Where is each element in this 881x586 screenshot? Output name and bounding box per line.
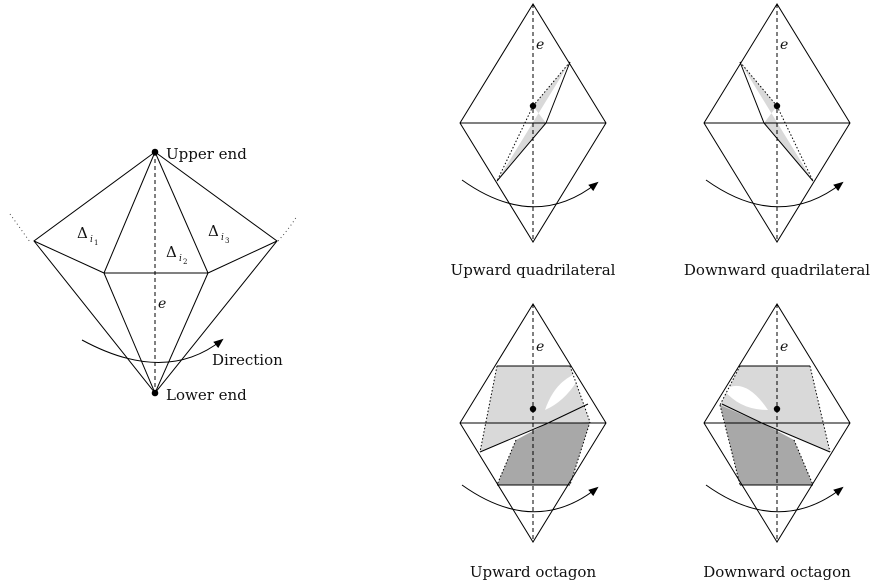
edge-e-label: e bbox=[536, 37, 544, 53]
delta-i1-index: i bbox=[90, 235, 93, 245]
edge-top-right bbox=[154, 151, 209, 274]
delta-i2-subindex: 2 bbox=[183, 258, 187, 266]
lower-end-label: Lower end bbox=[166, 386, 247, 404]
dotted-right-bottom bbox=[569, 421, 591, 486]
delta-i1-symbol: Δ bbox=[77, 224, 88, 242]
delta-i3-index: i bbox=[221, 233, 224, 243]
edge-e-label: e bbox=[780, 339, 788, 355]
center-point bbox=[529, 102, 537, 110]
edge-left-mid bbox=[33, 240, 105, 274]
dark-shaded-region bbox=[720, 405, 813, 485]
edge-e-label: e bbox=[780, 37, 788, 53]
dotted-right-top bbox=[569, 365, 591, 423]
center-point bbox=[773, 405, 781, 413]
caption: Upward octagon bbox=[470, 563, 597, 581]
upward-octagon-panel: e Upward octagon bbox=[459, 303, 607, 581]
rhombus-outline bbox=[703, 303, 851, 543]
upper-end-vertex bbox=[151, 148, 159, 156]
center-point bbox=[529, 405, 537, 413]
white-notch bbox=[545, 372, 582, 410]
edge-right-mid bbox=[207, 240, 278, 274]
dotted-left-bottom bbox=[496, 439, 517, 486]
dotted-right-top bbox=[809, 365, 831, 453]
dotted-side-top bbox=[532, 61, 571, 107]
downward-octagon-panel: e Downward octagon bbox=[703, 303, 851, 581]
caption: Downward octagon bbox=[703, 563, 851, 581]
dotted-side-top bbox=[739, 61, 778, 107]
solid-side-bottom bbox=[496, 122, 547, 182]
solid-side-bottom bbox=[763, 122, 814, 182]
dotted-right-bottom bbox=[793, 439, 814, 486]
solid-side-top bbox=[739, 61, 765, 124]
dark-shaded-region bbox=[497, 422, 590, 485]
edge-bottom-left bbox=[103, 272, 156, 394]
upper-end-label: Upper end bbox=[166, 145, 247, 163]
dotted-left-top bbox=[479, 365, 498, 453]
solid-crease-left bbox=[721, 403, 765, 425]
edge-top-left bbox=[103, 151, 156, 274]
edge-bottom-right bbox=[154, 272, 209, 394]
fan-triangulation-figure: Upper end Lower end Direction e Δ i 1 Δ … bbox=[9, 145, 298, 404]
direction-arrow bbox=[81, 338, 224, 363]
delta-i2-symbol: Δ bbox=[166, 243, 177, 261]
edge-e-label: e bbox=[158, 296, 166, 312]
lower-end-vertex bbox=[151, 389, 159, 397]
direction-arrow bbox=[705, 179, 844, 208]
delta-i3-subindex: 3 bbox=[225, 237, 229, 245]
white-notch bbox=[724, 385, 768, 410]
rhombus-outline bbox=[459, 303, 607, 543]
solid-crease-right bbox=[545, 403, 589, 425]
dotted-left-top bbox=[719, 365, 741, 406]
caption: Upward quadrilateral bbox=[451, 261, 616, 279]
direction-label: Direction bbox=[212, 351, 283, 369]
delta-i1-subindex: 1 bbox=[94, 239, 98, 247]
direction-arrow bbox=[461, 484, 599, 513]
center-point bbox=[773, 102, 781, 110]
edge-e-label: e bbox=[536, 339, 544, 355]
downward-quadrilateral-panel: e Downward quadrilateral bbox=[684, 3, 870, 279]
rhombus-outline bbox=[459, 3, 607, 243]
solid-crease-left bbox=[479, 423, 547, 453]
caption: Downward quadrilateral bbox=[684, 261, 870, 279]
rhombus-outline bbox=[703, 3, 851, 243]
solid-crease-right bbox=[763, 423, 831, 453]
delta-i2-index: i bbox=[179, 254, 182, 264]
upward-quadrilateral-panel: e Upward quadrilateral bbox=[451, 3, 616, 279]
delta-i3-symbol: Δ bbox=[208, 222, 219, 240]
direction-arrow bbox=[705, 484, 844, 513]
solid-side-top bbox=[545, 61, 571, 124]
left-continuation-dots bbox=[9, 213, 31, 243]
shaded-region bbox=[497, 62, 570, 181]
right-continuation-dots bbox=[277, 215, 298, 242]
direction-arrow bbox=[461, 179, 599, 208]
shaded-region bbox=[740, 62, 813, 181]
